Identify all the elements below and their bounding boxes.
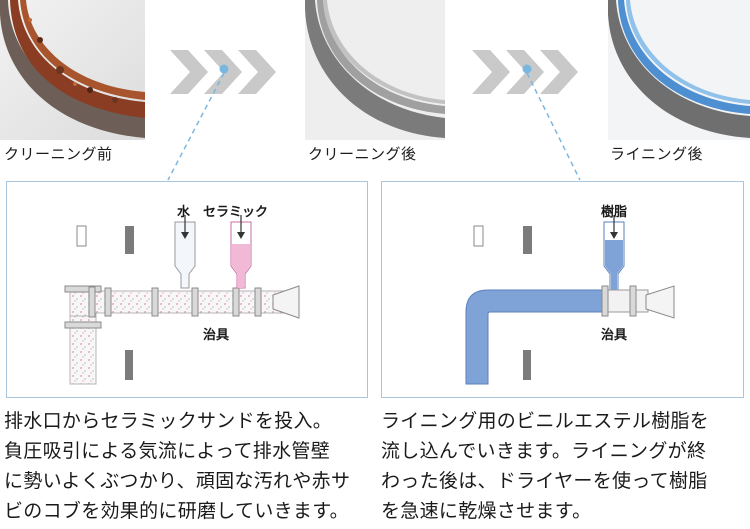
photo-before-cleaning [0,0,145,140]
label-ceramic: セラミック [203,205,269,220]
photo-after-lining [607,0,750,140]
description-cleaning: 排水口からセラミックサンドを投入。 負圧吸引による気流によって排水管壁 に勢いよ… [4,410,351,522]
cleaning-diagram-panel: 水 セラミック 治具 [6,181,368,398]
label-fixture-left: 治具 [203,328,230,343]
label-water: 水 [177,205,191,220]
label-resin: 樹脂 [601,205,628,220]
photo-after-cleaning [304,0,445,140]
description-lining: ライニング用のビニルエステル樹脂を 流し込んでいきます。ライニングが終 わった後… [381,410,710,522]
connector-lines [167,64,581,181]
chevron-arrow-left [170,50,280,94]
chevron-arrow-right [472,50,582,94]
label-before-cleaning: クリーニング前 [4,145,113,163]
label-after-cleaning: クリーニング後 [308,145,417,163]
label-after-lining: ライニング後 [610,145,704,163]
lining-diagram [465,215,675,385]
cleaning-diagram [64,215,300,385]
lining-diagram-panel: 樹脂 治具 [381,181,744,398]
label-fixture-right: 治具 [601,328,628,343]
